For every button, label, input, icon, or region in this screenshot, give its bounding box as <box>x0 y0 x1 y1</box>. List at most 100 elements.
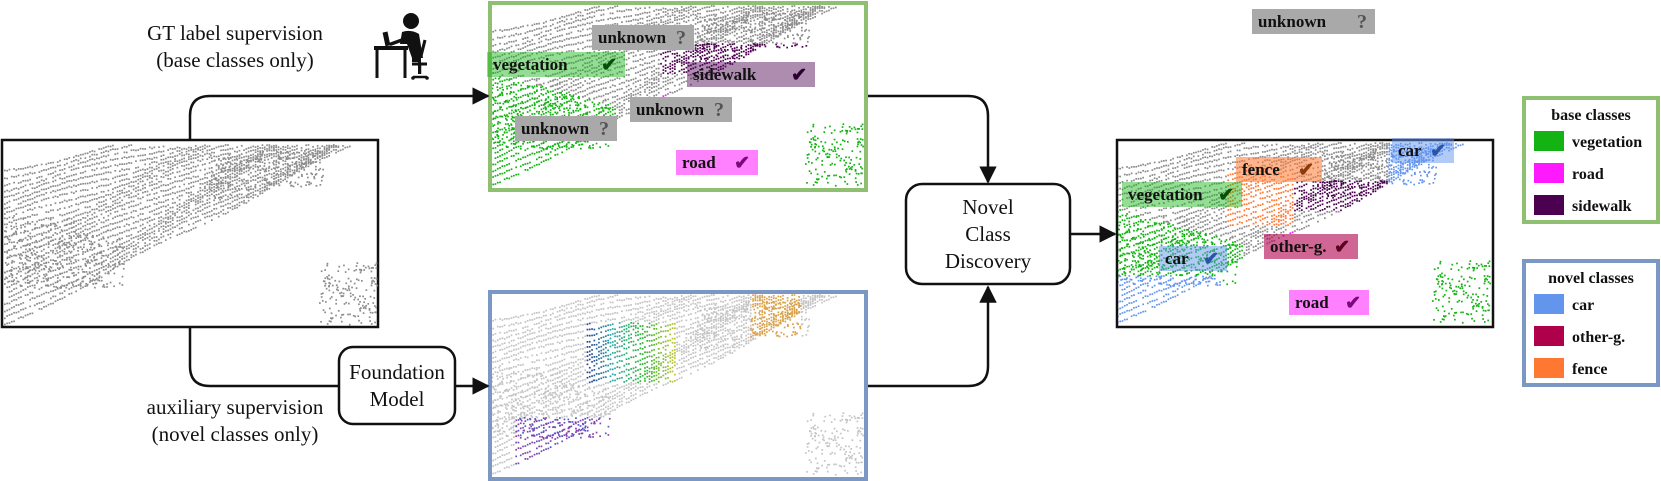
point <box>220 197 223 199</box>
point <box>320 270 323 273</box>
point <box>600 14 603 17</box>
point <box>236 155 238 158</box>
point <box>766 8 768 11</box>
point <box>286 172 289 175</box>
point <box>114 265 117 268</box>
point <box>204 182 206 184</box>
point <box>59 298 61 300</box>
point <box>586 66 589 68</box>
point <box>153 240 156 242</box>
point <box>538 83 540 86</box>
point <box>162 190 165 192</box>
point <box>130 254 133 256</box>
point <box>330 146 333 149</box>
point <box>22 185 25 188</box>
point <box>116 221 119 224</box>
point <box>561 86 563 88</box>
point <box>128 190 130 192</box>
point <box>204 168 206 171</box>
point <box>496 102 499 105</box>
point <box>259 184 261 187</box>
point <box>542 107 545 110</box>
point <box>749 23 752 26</box>
point <box>554 93 557 96</box>
point <box>213 191 215 193</box>
point <box>740 22 743 24</box>
point <box>519 52 522 55</box>
point <box>556 92 559 94</box>
point <box>153 152 156 154</box>
point <box>19 268 21 270</box>
point <box>687 61 690 64</box>
point <box>298 155 301 157</box>
point <box>593 15 596 18</box>
point <box>47 241 50 243</box>
point <box>105 211 107 213</box>
point <box>272 162 274 164</box>
point <box>114 222 117 224</box>
point <box>128 162 130 164</box>
point <box>713 9 715 12</box>
point <box>632 18 635 21</box>
point <box>142 184 144 187</box>
point <box>356 262 359 264</box>
point <box>85 265 87 267</box>
point <box>236 164 238 167</box>
point <box>10 295 13 297</box>
point <box>47 181 50 184</box>
point <box>575 79 577 81</box>
point <box>674 60 676 62</box>
point <box>79 195 82 198</box>
point <box>768 17 770 20</box>
point <box>167 163 169 165</box>
point <box>73 164 75 167</box>
point <box>526 44 529 47</box>
point <box>70 237 73 240</box>
point <box>506 57 508 60</box>
point <box>368 309 371 311</box>
point <box>36 186 38 188</box>
point <box>494 96 497 98</box>
point <box>148 176 151 179</box>
point <box>510 137 513 140</box>
point <box>73 174 75 176</box>
point <box>588 65 591 67</box>
point <box>206 177 209 179</box>
point <box>752 11 754 13</box>
point <box>280 173 282 175</box>
point <box>116 158 119 160</box>
point <box>77 232 80 235</box>
point <box>93 256 95 259</box>
point <box>102 196 105 198</box>
point <box>570 36 573 39</box>
point <box>307 158 310 160</box>
point <box>190 217 192 220</box>
point <box>100 232 103 235</box>
point <box>342 295 345 297</box>
point <box>201 158 204 161</box>
point <box>526 54 529 57</box>
point <box>561 70 563 73</box>
point <box>112 148 114 150</box>
point <box>199 183 202 185</box>
point <box>217 166 220 168</box>
point <box>105 178 107 180</box>
point <box>694 32 697 35</box>
point <box>316 156 319 158</box>
point <box>330 320 332 323</box>
point <box>206 149 209 152</box>
point <box>148 220 151 222</box>
point <box>228 168 231 171</box>
point <box>59 250 61 253</box>
point <box>614 5 616 8</box>
point <box>50 167 52 169</box>
point <box>364 298 366 300</box>
point <box>10 306 13 309</box>
point <box>729 20 731 23</box>
point <box>323 148 326 151</box>
point <box>515 104 517 106</box>
point <box>211 151 213 154</box>
point <box>15 267 18 270</box>
point <box>331 317 334 319</box>
point <box>549 38 552 41</box>
